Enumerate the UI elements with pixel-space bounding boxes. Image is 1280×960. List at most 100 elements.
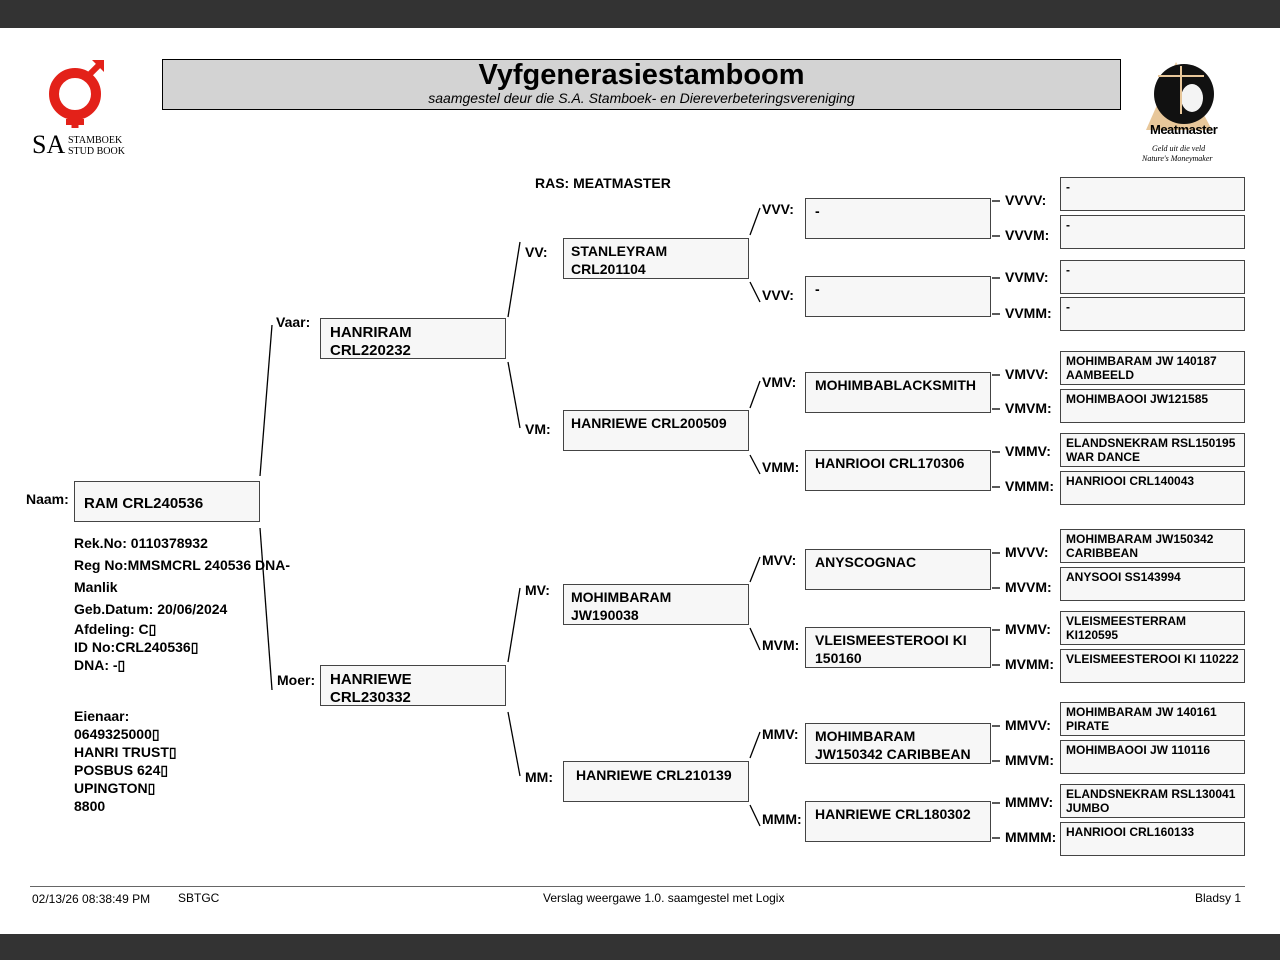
logo-sa-text: SA	[32, 130, 66, 159]
footer-datetime: 02/13/26 08:38:49 PM	[32, 892, 151, 906]
vmmv-box: ELANDSNEKRAM RSL150195 WAR DANCE	[1060, 433, 1245, 467]
vvvv-box: -	[1060, 177, 1245, 211]
owner-line: 8800	[74, 798, 106, 814]
detail-line: DNA: -▯	[74, 657, 126, 673]
footer-divider	[30, 886, 1245, 887]
dam-box: HANRIEWE CRL230332	[320, 665, 506, 706]
viewer-bottom-bar	[0, 934, 1280, 960]
studbook-symbol-icon	[49, 60, 104, 128]
sire-box: HANRIRAM CRL220232	[320, 318, 506, 359]
owner-line: UPINGTON▯	[74, 780, 156, 796]
mvmm-box: VLEISMEESTEROOI KI 110222	[1060, 649, 1245, 683]
vmvv-label: VMVV:	[1005, 366, 1049, 382]
footer-page-number: Bladsy 1	[1195, 891, 1242, 905]
mmvv-box: MOHIMBARAM JW 140161 PIRATE	[1060, 702, 1245, 736]
detail-line: Geb.Datum: 20/06/2024	[74, 601, 228, 617]
owner-line: Eienaar:	[74, 708, 130, 724]
meatmaster-tagline-1: Geld uit die veld	[1152, 144, 1206, 153]
detail-line: Manlik	[74, 579, 118, 595]
vvmm-label: VVMM:	[1005, 305, 1052, 321]
mvm-label: MVM:	[762, 637, 800, 653]
meatmaster-brand-text: Meatmaster	[1150, 122, 1218, 137]
mvvm-label: MVVM:	[1005, 579, 1052, 595]
vvv-label: VVV:	[762, 201, 794, 217]
page-subtitle: saamgestel deur die S.A. Stamboek- en Di…	[428, 90, 855, 106]
mm-box: HANRIEWE CRL210139	[563, 761, 749, 802]
mm-label: MM:	[525, 769, 553, 785]
mmv-box: MOHIMBARAM JW150342 CARIBBEAN	[805, 723, 991, 764]
vvm-label: VVV:	[762, 287, 794, 303]
vvmv-label: VVMV:	[1005, 269, 1049, 285]
vvmm-box: -	[1060, 297, 1245, 331]
breed-label: RAS: MEATMASTER	[535, 175, 671, 191]
mvmv-box: VLEISMEESTERRAM KI120595	[1060, 611, 1245, 645]
mvmv-label: MVMV:	[1005, 621, 1051, 637]
vmm-box: HANRIOOI CRL170306	[805, 450, 991, 491]
owner-line: POSBUS 624▯	[74, 762, 169, 778]
vmvm-label: VMVM:	[1005, 400, 1052, 416]
mvv-label: MVV:	[762, 552, 797, 568]
mv-label: MV:	[525, 582, 550, 598]
mvv-box: ANYSCOGNAC	[805, 549, 991, 590]
vmvv-box: MOHIMBARAM JW 140187 AAMBEELD	[1060, 351, 1245, 385]
mvm-box: VLEISMEESTEROOI KI 150160	[805, 627, 991, 668]
meatmaster-logo: Meatmaster Geld uit die veld Nature's Mo…	[1138, 60, 1220, 168]
animal-details: Rek.No: 0110378932 Reg No:MMSMCRL 240536…	[74, 532, 290, 620]
vmmm-box: HANRIOOI CRL140043	[1060, 471, 1245, 505]
mmv-label: MMV:	[762, 726, 799, 742]
mmm-box: HANRIEWE CRL180302	[805, 801, 991, 842]
detail-line: Reg No:MMSMCRL 240536 DNA-	[74, 557, 290, 573]
vmv-label: VMV:	[762, 374, 797, 390]
detail-line: Rek.No: 0110378932	[74, 535, 208, 551]
animal-details-extra: Afdeling: C▯ ID No:CRL240536▯ DNA: -▯	[74, 620, 198, 674]
owner-line: 0649325000▯	[74, 726, 160, 742]
mmvm-box: MOHIMBAOOI JW 110116	[1060, 740, 1245, 774]
vv-box: STANLEYRAM CRL201104	[563, 238, 749, 279]
owner-block: Eienaar: 0649325000▯ HANRI TRUST▯ POSBUS…	[74, 707, 177, 815]
animal-name-label: Naam:	[26, 491, 69, 507]
vvm-box: -	[805, 276, 991, 317]
mmmv-box: ELANDSNEKRAM RSL130041 JUMBO	[1060, 784, 1245, 818]
meatmaster-tagline-2: Nature's Moneymaker	[1142, 154, 1213, 163]
mmmv-label: MMMV:	[1005, 794, 1054, 810]
mv-box: MOHIMBARAM JW190038	[563, 584, 749, 625]
mvvv-box: MOHIMBARAM JW150342 CARIBBEAN	[1060, 529, 1245, 563]
vv-label: VV:	[525, 244, 548, 260]
mvvv-label: MVVV:	[1005, 544, 1049, 560]
vmmv-label: VMMV:	[1005, 443, 1051, 459]
logo-stamboek-text: STAMBOEK	[68, 135, 123, 146]
vmmm-label: VMMM:	[1005, 478, 1054, 494]
page-title: Vyfgenerasiestamboom	[478, 59, 805, 91]
vvvv-label: VVVV:	[1005, 192, 1047, 208]
mmvm-label: MMVM:	[1005, 752, 1054, 768]
sire-label: Vaar:	[276, 314, 311, 330]
mvvm-box: ANYSOOI SS143994	[1060, 567, 1245, 601]
mmvv-label: MMVV:	[1005, 717, 1051, 733]
vm-box: HANRIEWE CRL200509	[563, 410, 749, 451]
viewer-top-bar	[0, 0, 1280, 28]
logo-studbook-text: STUD BOOK	[68, 146, 125, 157]
title-box: Vyfgenerasiestamboom saamgestel deur die…	[162, 59, 1121, 110]
detail-line: Afdeling: C▯	[74, 621, 157, 637]
vm-label: VM:	[525, 421, 551, 437]
mmmm-box: HANRIOOI CRL160133	[1060, 822, 1245, 856]
vmm-label: VMM:	[762, 459, 800, 475]
animal-name-box: RAM CRL240536	[74, 481, 260, 522]
vvmv-box: -	[1060, 260, 1245, 294]
vvvm-box: -	[1060, 215, 1245, 249]
mmm-label: MMM:	[762, 811, 802, 827]
sa-studbook-logo: SA STAMBOEK STUD BOOK	[30, 56, 140, 160]
vvv-box: -	[805, 198, 991, 239]
owner-line: HANRI TRUST▯	[74, 744, 177, 760]
dam-label: Moer:	[277, 672, 316, 688]
mvmm-label: MVMM:	[1005, 656, 1054, 672]
meatmaster-emblem-icon	[1146, 62, 1214, 130]
detail-line: ID No:CRL240536▯	[74, 639, 199, 655]
vvvm-label: VVVM:	[1005, 227, 1050, 243]
mmmm-label: MMMM:	[1005, 829, 1057, 845]
footer-code: SBTGC	[178, 891, 220, 905]
footer-version: Verslag weergawe 1.0. saamgestel met Log…	[543, 891, 785, 905]
vmv-box: MOHIMBABLACKSMITH	[805, 372, 991, 413]
vmvm-box: MOHIMBAOOI JW121585	[1060, 389, 1245, 423]
